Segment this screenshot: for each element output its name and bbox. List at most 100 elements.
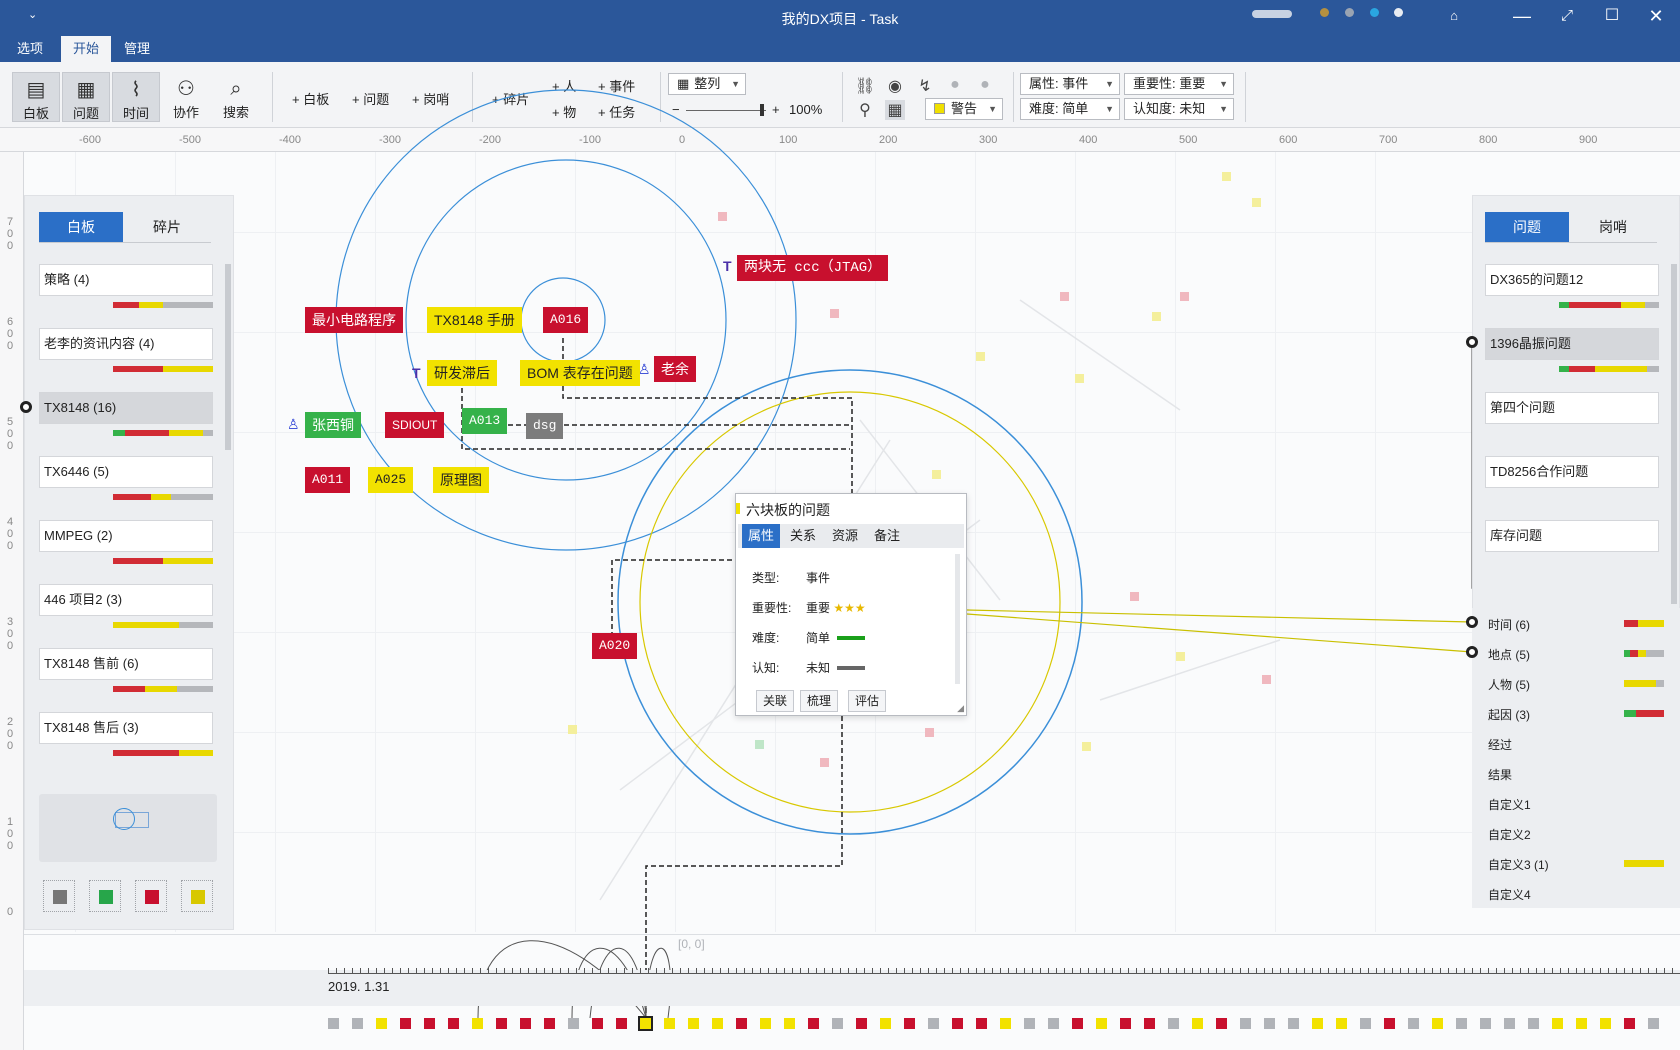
color-swatch-gray[interactable] bbox=[43, 880, 75, 912]
timeline-event[interactable] bbox=[1576, 1018, 1587, 1029]
problem-item[interactable]: TD8256合作问题 bbox=[1485, 456, 1659, 488]
timeline-event[interactable] bbox=[1240, 1018, 1251, 1029]
tab-whiteboard[interactable]: 白板 bbox=[39, 212, 123, 242]
timeline-event[interactable] bbox=[688, 1018, 699, 1029]
add-problem-button[interactable]: + 问题 bbox=[352, 92, 390, 107]
eye-tool-icon[interactable]: ◉ bbox=[888, 78, 902, 95]
time-view-button[interactable]: ⌇时间 bbox=[112, 72, 160, 122]
color-swatch-green[interactable] bbox=[89, 880, 121, 912]
node-a020[interactable]: A020 bbox=[592, 633, 638, 659]
timeline-event[interactable] bbox=[784, 1018, 795, 1029]
timeline-event[interactable] bbox=[1168, 1018, 1179, 1029]
tab-fragment[interactable]: 碎片 bbox=[153, 219, 181, 235]
timeline-event[interactable] bbox=[1216, 1018, 1227, 1029]
arrange-dropdown[interactable]: ▦整列▼ bbox=[668, 73, 746, 95]
whiteboard-anchor-dot[interactable] bbox=[20, 401, 32, 413]
menu-tab-manage[interactable]: 管理 bbox=[124, 41, 151, 56]
timeline-event[interactable] bbox=[1288, 1018, 1299, 1029]
timeline-event[interactable] bbox=[1432, 1018, 1443, 1029]
filter-attribute-dropdown[interactable]: 属性: 事件▼ bbox=[1020, 73, 1120, 95]
popup-tab-attributes[interactable]: 属性 bbox=[742, 524, 781, 548]
timeline-event[interactable] bbox=[496, 1018, 507, 1029]
timeline-event[interactable] bbox=[1600, 1018, 1611, 1029]
timeline-event[interactable] bbox=[1552, 1018, 1563, 1029]
timeline-event[interactable] bbox=[328, 1018, 339, 1029]
timeline-event[interactable] bbox=[568, 1018, 579, 1029]
close-icon[interactable]: ✕ bbox=[1648, 6, 1664, 26]
dimension-custom2[interactable]: 自定义2 bbox=[1488, 828, 1531, 842]
zoom-slider-handle[interactable] bbox=[760, 104, 764, 116]
tab-sentry[interactable]: 岗哨 bbox=[1599, 219, 1627, 235]
node-a011[interactable]: A011 bbox=[305, 467, 351, 493]
problem-list-scrollbar[interactable] bbox=[1671, 264, 1677, 604]
popup-link-button[interactable]: 关联 bbox=[756, 690, 795, 712]
problem-item[interactable]: 1396晶振问题 bbox=[1485, 328, 1659, 360]
minimap[interactable] bbox=[39, 794, 217, 862]
timeline-event[interactable] bbox=[1120, 1018, 1131, 1029]
problem-item[interactable]: 第四个问题 bbox=[1485, 392, 1659, 424]
add-fragment-button[interactable]: + 碎片 bbox=[492, 92, 530, 107]
lock-icon[interactable]: ⌂ bbox=[1450, 8, 1458, 23]
node-zhang-xitong[interactable]: 张西铜 bbox=[305, 412, 361, 438]
node-dsg[interactable]: dsg bbox=[526, 413, 564, 439]
timeline-event[interactable] bbox=[904, 1018, 915, 1029]
timeline-event[interactable] bbox=[1048, 1018, 1059, 1029]
color-swatch-yellow[interactable] bbox=[181, 880, 213, 912]
timeline-event[interactable] bbox=[616, 1018, 627, 1029]
dimension-custom3[interactable]: 自定义3 (1) bbox=[1488, 858, 1549, 872]
maximize-icon[interactable]: ☐ bbox=[1604, 7, 1620, 24]
timeline-event[interactable] bbox=[1456, 1018, 1467, 1029]
timeline-event[interactable] bbox=[976, 1018, 987, 1029]
problem-detail-popup[interactable]: 六块板的问题 属性 关系 资源 备注 类型:事件 重要性:重要 ★★★ 难度:简… bbox=[735, 493, 967, 716]
menu-tab-start[interactable]: 开始 bbox=[61, 36, 112, 62]
timeline-event[interactable] bbox=[1192, 1018, 1203, 1029]
zoom-out-button[interactable]: − bbox=[672, 102, 680, 117]
menu-tab-options[interactable]: 选项 bbox=[17, 41, 44, 56]
node-rd-delay[interactable]: 研发滞后 bbox=[427, 360, 497, 386]
node-a013[interactable]: A013 bbox=[462, 408, 508, 434]
node-min-circuit[interactable]: 最小电路程序 bbox=[305, 307, 403, 333]
timeline-event[interactable] bbox=[1024, 1018, 1035, 1029]
color-swatch-red[interactable] bbox=[135, 880, 167, 912]
timeline-event[interactable] bbox=[1072, 1018, 1083, 1029]
timeline-event[interactable] bbox=[472, 1018, 483, 1029]
timeline-event[interactable] bbox=[544, 1018, 555, 1029]
popup-tab-relations[interactable]: 关系 bbox=[790, 528, 817, 543]
node-jtag[interactable]: 两块无 ccc（JTAG） bbox=[737, 255, 889, 281]
timeline-event[interactable] bbox=[808, 1018, 819, 1029]
node-lao-yu[interactable]: 老余 bbox=[654, 356, 696, 382]
list-scrollbar[interactable] bbox=[225, 264, 231, 450]
timeline-event[interactable] bbox=[1480, 1018, 1491, 1029]
timeline-event[interactable] bbox=[1000, 1018, 1011, 1029]
timeline-event[interactable] bbox=[1096, 1018, 1107, 1029]
dimension-anchor-time[interactable] bbox=[1466, 616, 1478, 628]
list-item[interactable]: 446 项目2 (3) bbox=[39, 584, 213, 616]
timeline-event[interactable] bbox=[736, 1018, 747, 1029]
dimension-anchor-place[interactable] bbox=[1466, 646, 1478, 658]
timeline-event[interactable] bbox=[376, 1018, 387, 1029]
timeline-event[interactable] bbox=[424, 1018, 435, 1029]
problem-view-button[interactable]: ▦问题 bbox=[62, 72, 110, 122]
warning-dropdown[interactable]: 警告▼ bbox=[925, 98, 1003, 120]
add-object-button[interactable]: + 物 bbox=[552, 105, 577, 120]
list-item[interactable]: 策略 (4) bbox=[39, 264, 213, 296]
node-a025[interactable]: A025 bbox=[368, 467, 414, 493]
node-tx8148-manual[interactable]: TX8148 手册 bbox=[427, 307, 522, 333]
list-item[interactable]: TX6446 (5) bbox=[39, 456, 213, 488]
dimension-person[interactable]: 人物 (5) bbox=[1488, 678, 1531, 692]
dimension-process[interactable]: 经过 bbox=[1488, 738, 1513, 752]
popup-tab-notes[interactable]: 备注 bbox=[874, 528, 901, 543]
timeline-event[interactable] bbox=[1384, 1018, 1395, 1029]
problem-anchor-dot[interactable] bbox=[1466, 336, 1478, 348]
timeline-event[interactable] bbox=[880, 1018, 891, 1029]
timeline-event[interactable] bbox=[1624, 1018, 1635, 1029]
timeline-event[interactable] bbox=[1144, 1018, 1155, 1029]
add-event-button[interactable]: + 事件 bbox=[598, 79, 636, 94]
quick-access-menu[interactable]: ⌄ bbox=[28, 9, 38, 21]
dimension-custom4[interactable]: 自定义4 bbox=[1488, 888, 1531, 902]
timeline-track[interactable] bbox=[24, 970, 1680, 1006]
add-task-button[interactable]: + 任务 bbox=[598, 105, 636, 120]
collaborate-button[interactable]: ⚇协作 bbox=[162, 72, 210, 122]
filter-difficulty-dropdown[interactable]: 难度: 简单▼ bbox=[1020, 98, 1120, 120]
timeline-event[interactable] bbox=[592, 1018, 603, 1029]
